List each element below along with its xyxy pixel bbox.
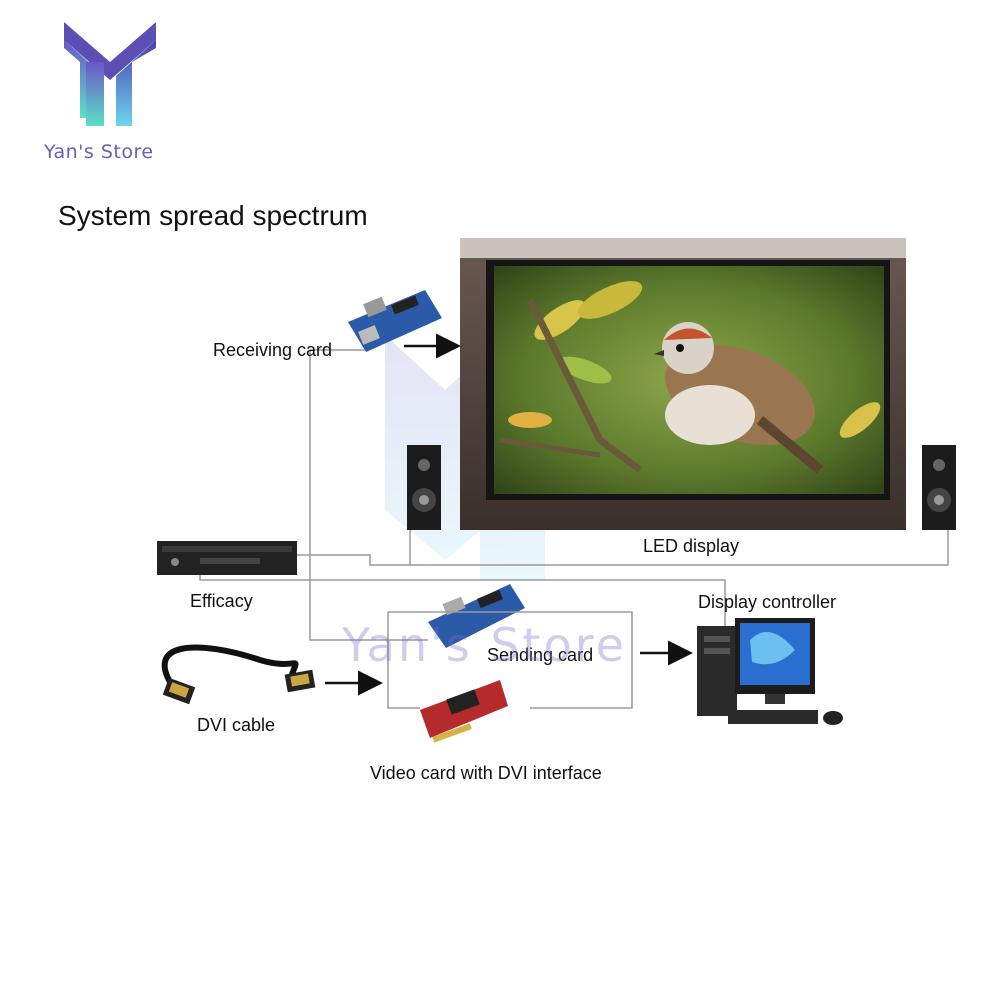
sending-card-icon [428,584,525,648]
speaker-left-icon [407,445,441,530]
dvi-cable-icon [161,644,316,705]
watermark-text: Yan's Store [342,618,627,672]
flow-arrows [325,333,693,696]
label-receiving-card: Receiving card [213,340,333,360]
label-led-display: LED display [643,536,740,556]
receiving-card-icon [348,290,442,352]
label-display-controller: Display controller [698,592,837,612]
label-dvi-cable: DVI cable [197,715,276,735]
page-title: System spread spectrum [58,200,368,231]
display-controller-pc-icon [697,618,843,725]
led-display-graphic [460,238,906,530]
brand-logo [64,22,156,126]
efficacy-amplifier-icon [157,541,297,575]
label-efficacy: Efficacy [190,591,253,611]
connection-lines [199,349,949,709]
label-video-card: Video card with DVI interface [370,763,602,783]
brand-name: Yan's Store [44,141,154,163]
video-card-icon [420,680,508,743]
label-sending-card: Sending card [487,645,594,665]
speaker-right-icon [922,445,956,530]
